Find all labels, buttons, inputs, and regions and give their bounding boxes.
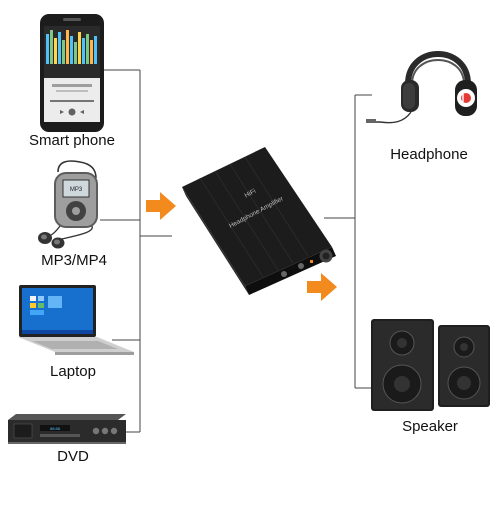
output-bracket (324, 94, 372, 389)
mp3-player-icon: MP3 (38, 160, 98, 249)
output-label-speaker: Speaker (402, 418, 458, 435)
input-bracket (100, 69, 172, 433)
svg-text:MP3: MP3 (70, 187, 83, 193)
laptop-icon (18, 285, 134, 355)
svg-text:88:88: 88:88 (50, 426, 61, 431)
smartphone-icon (40, 14, 104, 132)
input-arrow-icon (146, 192, 176, 220)
speaker-icon (371, 319, 490, 411)
source-label-dvd: DVD (57, 448, 89, 465)
dvd-player-icon: 88:88 (8, 414, 126, 444)
headphone-amplifier-icon: HiFi Headphone Amplifier (182, 147, 336, 295)
jack-output (298, 263, 304, 269)
output-arrow-icon (307, 273, 337, 301)
source-label-smartphone: Smart phone (29, 132, 115, 149)
headphone-icon (366, 51, 477, 124)
jack-input (281, 271, 287, 277)
source-label-mp3: MP3/MP4 (41, 252, 107, 269)
output-label-headphone: Headphone (390, 146, 468, 163)
amp-label-hifi: HiFi (244, 188, 257, 200)
source-label-laptop: Laptop (50, 363, 96, 380)
